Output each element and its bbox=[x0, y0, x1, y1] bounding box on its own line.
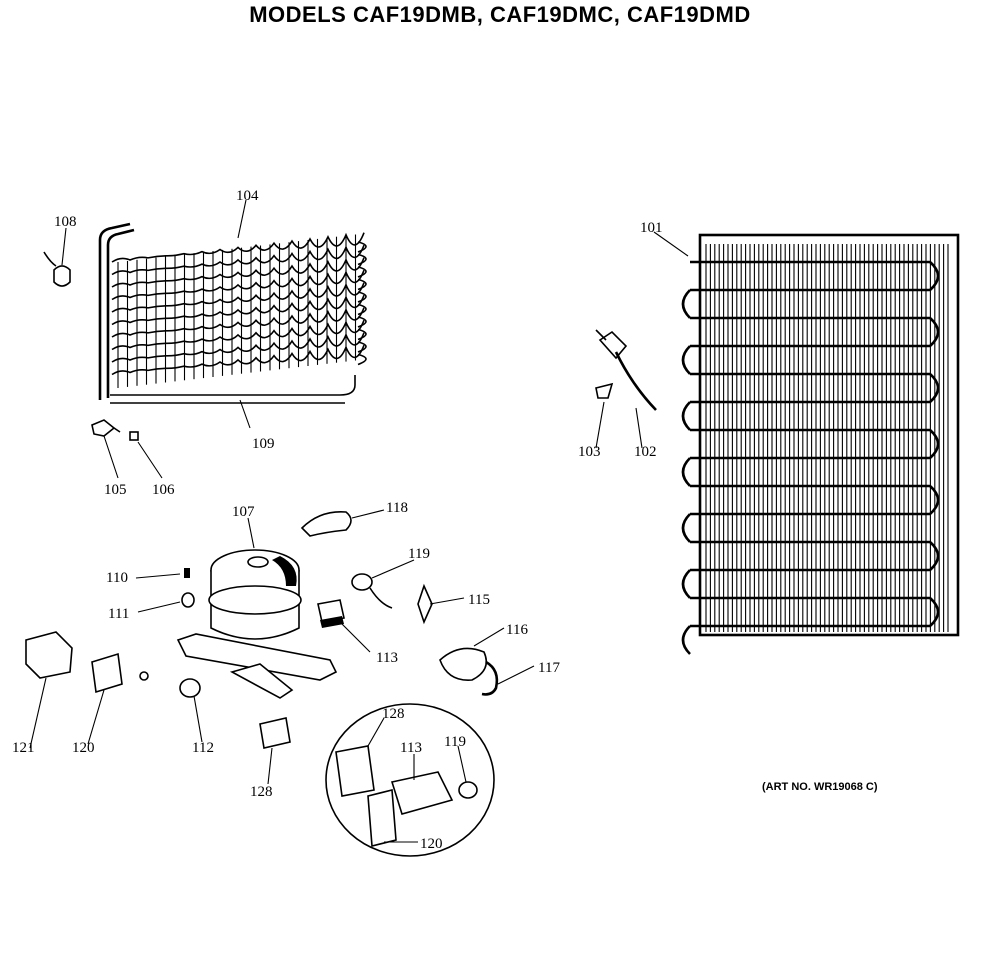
evaporator-tube-row bbox=[111, 307, 365, 338]
condenser-101 bbox=[681, 233, 960, 655]
condenser-tube-pass bbox=[690, 540, 940, 572]
callout-116: 116 bbox=[506, 622, 528, 638]
callout-113: 113 bbox=[376, 650, 398, 666]
evaporator-return-bend bbox=[357, 316, 367, 328]
grommet-111 bbox=[181, 592, 195, 608]
callout-inset-119: 119 bbox=[444, 734, 466, 750]
clip-108 bbox=[43, 251, 71, 287]
condenser-return-bend bbox=[681, 569, 691, 599]
compressor-107 bbox=[176, 549, 338, 699]
callout-inset-128: 128 bbox=[382, 706, 405, 722]
part-115 bbox=[417, 583, 433, 625]
callout-103: 103 bbox=[578, 444, 601, 460]
evaporator-tube-row bbox=[111, 332, 365, 363]
callout-inset-120: 120 bbox=[420, 836, 443, 852]
condenser-return-bend bbox=[681, 457, 691, 487]
condenser-return-bend bbox=[681, 345, 691, 375]
part-106 bbox=[129, 431, 139, 441]
callout-128: 128 bbox=[250, 784, 273, 800]
evaporator-return-bend bbox=[357, 266, 367, 278]
evaporator-tube-row bbox=[111, 344, 365, 376]
cover-116 bbox=[439, 647, 488, 681]
evaporator-tube-row bbox=[111, 282, 365, 313]
cover-121 bbox=[25, 631, 73, 679]
evaporator-return-bend bbox=[357, 278, 367, 291]
callout-107: 107 bbox=[232, 504, 255, 520]
evaporator-return-bend bbox=[357, 341, 367, 353]
callout-110: 110 bbox=[106, 570, 128, 586]
evaporator-return-bend bbox=[357, 291, 367, 303]
page-title: MODELS CAF19DMB, CAF19DMC, CAF19DMD bbox=[249, 2, 751, 27]
evaporator-tube-row bbox=[111, 269, 365, 301]
evaporator-return-bend bbox=[357, 328, 367, 341]
callout-118: 118 bbox=[386, 500, 408, 516]
condenser-tube-pass bbox=[690, 372, 940, 404]
evaporator-coil-104 bbox=[98, 222, 367, 404]
grommet-112 bbox=[179, 678, 201, 698]
callout-120: 120 bbox=[72, 740, 95, 756]
cord-102 bbox=[595, 329, 657, 411]
bracket-120 bbox=[91, 652, 149, 694]
condenser-tube-pass bbox=[690, 596, 940, 628]
screw-110 bbox=[184, 568, 190, 578]
condenser-tube-pass bbox=[690, 428, 940, 460]
callout-121: 121 bbox=[12, 740, 35, 756]
overload-119 bbox=[351, 573, 393, 609]
condenser-return-bend bbox=[681, 625, 691, 655]
evaporator-tube-row bbox=[111, 232, 365, 263]
callout-111: 111 bbox=[108, 606, 129, 622]
callout-115: 115 bbox=[468, 592, 490, 608]
callout-109: 109 bbox=[252, 436, 275, 452]
condenser-return-bend bbox=[681, 513, 691, 543]
evaporator-tube-row bbox=[111, 244, 365, 276]
condenser-tube-pass bbox=[690, 260, 940, 292]
leader-lines bbox=[29, 199, 689, 843]
callout-108: 108 bbox=[54, 214, 77, 230]
evaporator-tube-row bbox=[111, 294, 365, 326]
callout-117: 117 bbox=[538, 660, 560, 676]
condenser-return-bend bbox=[681, 401, 691, 431]
part-105 bbox=[91, 419, 121, 437]
clip-117 bbox=[481, 660, 499, 696]
callout-112: 112 bbox=[192, 740, 214, 756]
callout-106: 106 bbox=[152, 482, 175, 498]
callout-101: 101 bbox=[640, 220, 663, 236]
art-number: (ART NO. WR19068 C) bbox=[762, 781, 878, 793]
evaporator-tube-row bbox=[111, 319, 365, 351]
evaporator-return-bend bbox=[357, 303, 367, 316]
callout-104: 104 bbox=[236, 188, 259, 204]
condenser-tube-pass bbox=[690, 316, 940, 348]
detail-inset bbox=[325, 703, 495, 857]
condenser-tube-pass bbox=[690, 484, 940, 516]
evaporator-tube-row bbox=[111, 257, 365, 288]
relay-113 bbox=[317, 599, 345, 628]
tube-118 bbox=[300, 511, 352, 537]
condenser-return-bend bbox=[681, 289, 691, 319]
callout-inset-113: 113 bbox=[400, 740, 422, 756]
evaporator-return-bend bbox=[357, 241, 367, 253]
evaporator-return-bend bbox=[357, 353, 367, 366]
callout-119: 119 bbox=[408, 546, 430, 562]
cap-103 bbox=[595, 382, 614, 399]
callout-102: 102 bbox=[634, 444, 657, 460]
callout-105: 105 bbox=[104, 482, 127, 498]
capacitor-128 bbox=[259, 717, 291, 749]
evaporator-return-bend bbox=[357, 253, 367, 266]
